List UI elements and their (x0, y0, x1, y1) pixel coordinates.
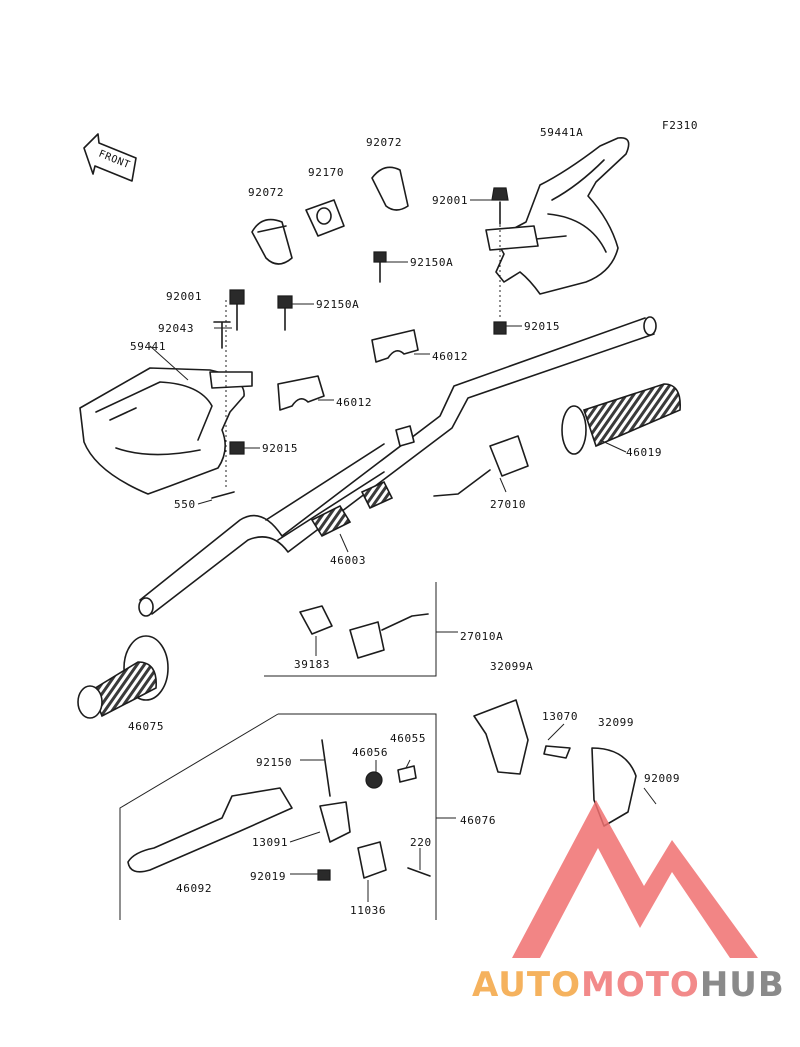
label-11036: 11036 (350, 904, 386, 917)
throttle-housing-32099 (591, 747, 637, 827)
label-46019: 46019 (626, 446, 662, 459)
bolt-92001-left (229, 289, 245, 331)
bolt-92150A-left (277, 295, 293, 331)
label-46012-lower: 46012 (336, 396, 372, 409)
cable-13070 (543, 745, 571, 759)
label-46075: 46075 (128, 720, 164, 733)
label-220: 220 (410, 836, 432, 849)
cotter-pin-550 (211, 491, 235, 499)
label-92150: 92150 (256, 756, 292, 769)
handlebar-46003 (138, 316, 657, 617)
switch-27010 (433, 435, 529, 497)
clamp-band-92072-left (251, 218, 293, 265)
label-46003: 46003 (330, 554, 366, 567)
label-32099A: 32099A (490, 660, 533, 673)
holder-46012-upper (371, 329, 419, 363)
watermark-part-hub: HUB (700, 965, 785, 1005)
watermark-logo (512, 800, 758, 958)
label-46076: 46076 (460, 814, 496, 827)
front-label: FRONT (97, 149, 132, 172)
label-92072-left: 92072 (248, 186, 284, 199)
label-46092: 46092 (176, 882, 212, 895)
nut-92015-right (493, 321, 507, 335)
label-92001-top: 92001 (432, 194, 468, 207)
label-92015-right: 92015 (524, 320, 560, 333)
label-92170: 92170 (308, 166, 344, 179)
label-32099: 32099 (598, 716, 634, 729)
label-92009: 92009 (644, 772, 680, 785)
label-46056: 46056 (352, 746, 388, 759)
label-92001-left: 92001 (166, 290, 202, 303)
label-13070: 13070 (542, 710, 578, 723)
label-46055: 46055 (390, 732, 426, 745)
throttle-housing-32099A (473, 699, 529, 775)
label-92150A-left: 92150A (316, 298, 359, 311)
front-direction-arrow: FRONT (83, 133, 137, 182)
clamp-band-92072-right (371, 166, 409, 211)
hand-guard-59441 (79, 300, 253, 495)
label-39183: 39183 (294, 658, 330, 671)
label-92019: 92019 (250, 870, 286, 883)
leader-lines (149, 199, 657, 902)
clutch-lever-assembly-46076 (119, 713, 437, 920)
watermark-part-auto: AUTO (472, 965, 581, 1005)
label-46012-upper: 46012 (432, 350, 468, 363)
nut-92015-left (229, 441, 245, 455)
bolt-92001-top (491, 187, 509, 225)
pin-92043 (213, 321, 231, 349)
holder-46012-lower (277, 375, 325, 411)
label-59441: 59441 (130, 340, 166, 353)
grip-46075 (77, 635, 169, 719)
label-92072-right: 92072 (366, 136, 402, 149)
label-92150A-top: 92150A (410, 256, 453, 269)
watermark-part-moto: MOTO (581, 965, 700, 1005)
grip-46019 (561, 383, 681, 455)
label-59441A: 59441A (540, 126, 583, 139)
hand-guard-59441A (485, 137, 630, 320)
clamp-92170 (305, 199, 345, 237)
label-27010: 27010 (490, 498, 526, 511)
label-13091: 13091 (252, 836, 288, 849)
label-27010A: 27010A (460, 630, 503, 643)
watermark-text: AUTOMOTOHUB (472, 965, 785, 1005)
figure-code: F2310 (662, 119, 698, 132)
bolt-92150A-top (373, 251, 387, 283)
label-92015-left: 92015 (262, 442, 298, 455)
switch-assembly-27010A (264, 582, 437, 677)
label-550: 550 (174, 498, 196, 511)
label-92043: 92043 (158, 322, 194, 335)
